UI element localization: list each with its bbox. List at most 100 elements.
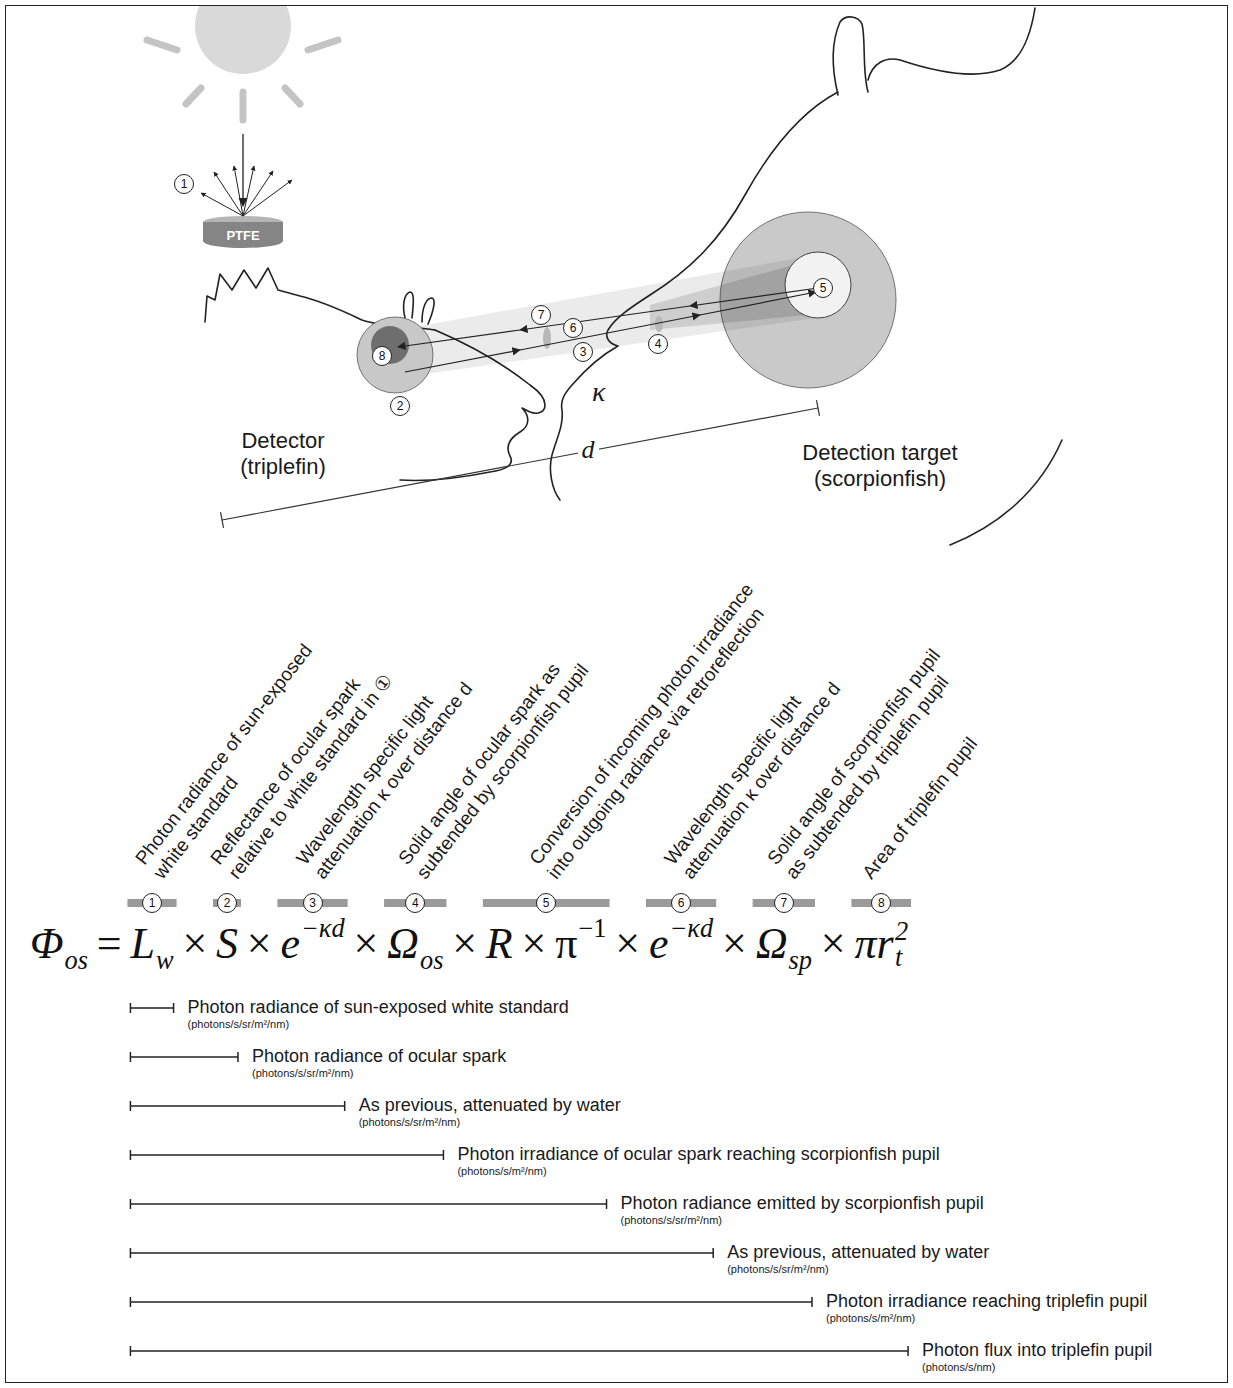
script: os	[420, 945, 443, 977]
script: sp	[789, 945, 812, 977]
bracket-label: Photon radiance emitted by scorpionfish …	[621, 1192, 984, 1214]
returning-light	[520, 306, 690, 330]
reflection-arrow	[243, 180, 292, 216]
equation-symbol: sp	[789, 945, 812, 975]
equation-term: Ωos	[387, 918, 443, 971]
bracket-label: Photon flux into triplefin pupil	[922, 1339, 1152, 1361]
equation-term: ×	[443, 918, 485, 971]
equation-symbol: Φ	[30, 919, 64, 968]
bracket-tick	[130, 1199, 132, 1209]
sun	[195, 6, 291, 74]
reflection-arrows	[201, 166, 292, 216]
bracket-tick	[712, 1248, 714, 1258]
bracket-tick	[173, 1003, 175, 1013]
equation-symbol: −1	[578, 913, 606, 943]
equation-symbol: πr	[854, 919, 893, 968]
bracket-tick	[130, 1346, 132, 1356]
returning-light	[398, 330, 520, 347]
unit-label: (photons/s/nm)	[922, 1361, 995, 1374]
equation-symbol: ×	[353, 919, 378, 968]
bracket-tick	[344, 1101, 346, 1111]
equation-symbol: R	[486, 919, 513, 968]
scorpionfish-pupil	[785, 252, 851, 318]
equation-term: R	[486, 918, 513, 971]
bracket-line	[130, 1301, 812, 1303]
equation-term: =	[88, 918, 130, 971]
bracket-tick	[130, 1248, 132, 1258]
equation-term: Φos	[30, 918, 88, 971]
unit-label: (photons/s/sr/m²/nm)	[621, 1214, 722, 1227]
equation-term: ×	[345, 918, 387, 971]
bracket-tick	[443, 1150, 445, 1160]
scorpionfish-tentacle	[833, 17, 868, 95]
sun-ray	[147, 40, 177, 50]
figure-frame	[6, 6, 1228, 1383]
bracket-label: Photon irradiance of ocular spark reachi…	[457, 1143, 939, 1165]
bracket-line	[130, 1105, 344, 1107]
bracket-line	[130, 1252, 713, 1254]
script: −κd	[670, 913, 714, 945]
reflection-arrow	[201, 193, 243, 216]
sun-ray	[240, 92, 247, 120]
sample-disc: PTFE	[203, 222, 283, 248]
unit-label: (photons/s/sr/m²/nm)	[359, 1116, 460, 1129]
bracket-label: As previous, attenuated by water	[359, 1094, 621, 1116]
distance-tick	[817, 400, 820, 416]
unit-label: (photons/s/sr/m²/nm)	[188, 1018, 289, 1031]
callout-number: 2	[390, 396, 410, 416]
equation-term: ×	[513, 918, 555, 971]
equation-symbol: ×	[247, 919, 272, 968]
equation-symbol: S	[216, 919, 238, 968]
bracket-line	[130, 1007, 173, 1009]
unit-label: (photons/s/sr/m²/nm)	[252, 1067, 353, 1080]
equation-symbol: os	[65, 945, 88, 975]
equation-term: ×	[713, 918, 755, 971]
equation-term: πr2t	[854, 918, 908, 989]
callout-number: 2	[217, 893, 237, 913]
script: w	[156, 945, 174, 977]
equation-symbol: t	[895, 944, 908, 970]
callout-number: 1	[174, 174, 194, 194]
script: −κd	[301, 913, 345, 945]
returning-light	[690, 288, 818, 306]
triplefin-eye	[357, 317, 433, 393]
equation-symbol: Ω	[387, 919, 419, 968]
bracket-tick	[130, 1150, 132, 1160]
scorpionfish-crown	[868, 8, 1035, 80]
equation-symbol: os	[420, 945, 443, 975]
callout-number: 6	[671, 893, 691, 913]
callout-number: 1	[142, 893, 162, 913]
reflection-arrow	[243, 171, 273, 216]
unit-label: (photons/s/m²/nm)	[826, 1312, 915, 1325]
bracket-line	[130, 1154, 443, 1156]
equation-symbol: w	[156, 945, 174, 975]
callout-number: 3	[573, 342, 593, 362]
triplefin-outline	[205, 268, 545, 481]
equation-symbol: e	[649, 919, 669, 968]
bracket-tick	[606, 1199, 608, 1209]
equation-term: e−κd	[280, 918, 344, 971]
distance-tick	[221, 512, 224, 528]
species-label: Detector (triplefin)	[218, 428, 348, 481]
sun-ray	[285, 88, 300, 104]
callout-number: 5	[536, 893, 556, 913]
scorpionfish-cheek	[950, 440, 1062, 545]
equation-symbol: L	[130, 919, 154, 968]
equation-term: S	[216, 918, 238, 971]
unit-label: (photons/s/m²/nm)	[457, 1165, 546, 1178]
outgoing-light	[405, 350, 520, 372]
script: −1	[578, 913, 606, 945]
callout-number: 5	[813, 278, 833, 298]
term-description: Solid angle of scorpionfish pupil as sub…	[763, 635, 971, 884]
callout-number: 4	[405, 893, 425, 913]
bracket-tick	[130, 1297, 132, 1307]
equation-term: Ωsp	[756, 918, 812, 971]
equation-term: π−1	[555, 918, 606, 971]
equation-symbol: ×	[615, 919, 640, 968]
equation-symbol: ×	[821, 919, 846, 968]
equation-symbol: =	[97, 919, 122, 968]
bracket-tick	[130, 1052, 132, 1062]
bracket-line	[130, 1350, 908, 1352]
sun-rays	[147, 40, 338, 120]
